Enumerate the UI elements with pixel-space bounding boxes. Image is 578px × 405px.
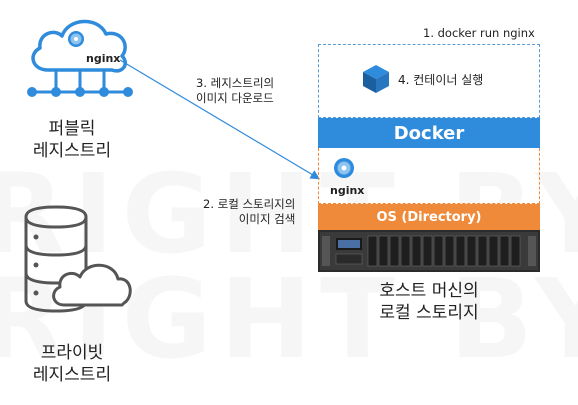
host-title-line1: 호스트 머신의 (379, 281, 479, 301)
public-registry-title-line2: 레지스트리 (32, 141, 112, 161)
step1-label: 1. docker run nginx (423, 26, 535, 40)
host-title-line2: 로컬 스토리지 (379, 303, 479, 323)
step4-label: 4. 컨테이너 실행 (398, 73, 484, 87)
step3-line1: 3. 레지스트리의 (196, 76, 275, 90)
os-bar: OS (Directory) (318, 204, 540, 230)
public-registry-nginx-label: nginx (86, 52, 121, 65)
step2-line2: 이미지 검색 (238, 212, 296, 226)
disc-icon (68, 31, 84, 47)
step3-label: 3. 레지스트리의 이미지 다운로드 (196, 76, 274, 106)
private-registry-title: 프라이빗 레지스트리 (22, 342, 122, 386)
local-nginx-label: nginx (330, 184, 365, 197)
step3-line2: 이미지 다운로드 (196, 91, 274, 105)
local-storage-area (318, 148, 540, 204)
local-disc-icon (334, 158, 354, 178)
database-icon (24, 205, 132, 313)
step2-line1: 2. 로컬 스토리지의 (203, 197, 296, 211)
public-registry-title-line1: 퍼블릭 (48, 119, 96, 139)
private-registry-title-line1: 프라이빗 (40, 343, 104, 363)
step2-label: 2. 로컬 스토리지의 이미지 검색 (203, 197, 295, 227)
public-registry-title: 퍼블릭 레지스트리 (22, 118, 122, 162)
container-area (318, 44, 540, 118)
docker-bar: Docker (318, 118, 540, 148)
cloud-network-icon (27, 19, 133, 97)
host-title: 호스트 머신의 로컬 스토리지 (318, 280, 540, 324)
cube-icon (363, 65, 389, 93)
private-registry-title-line2: 레지스트리 (32, 365, 112, 385)
server-rack-icon (318, 230, 540, 272)
